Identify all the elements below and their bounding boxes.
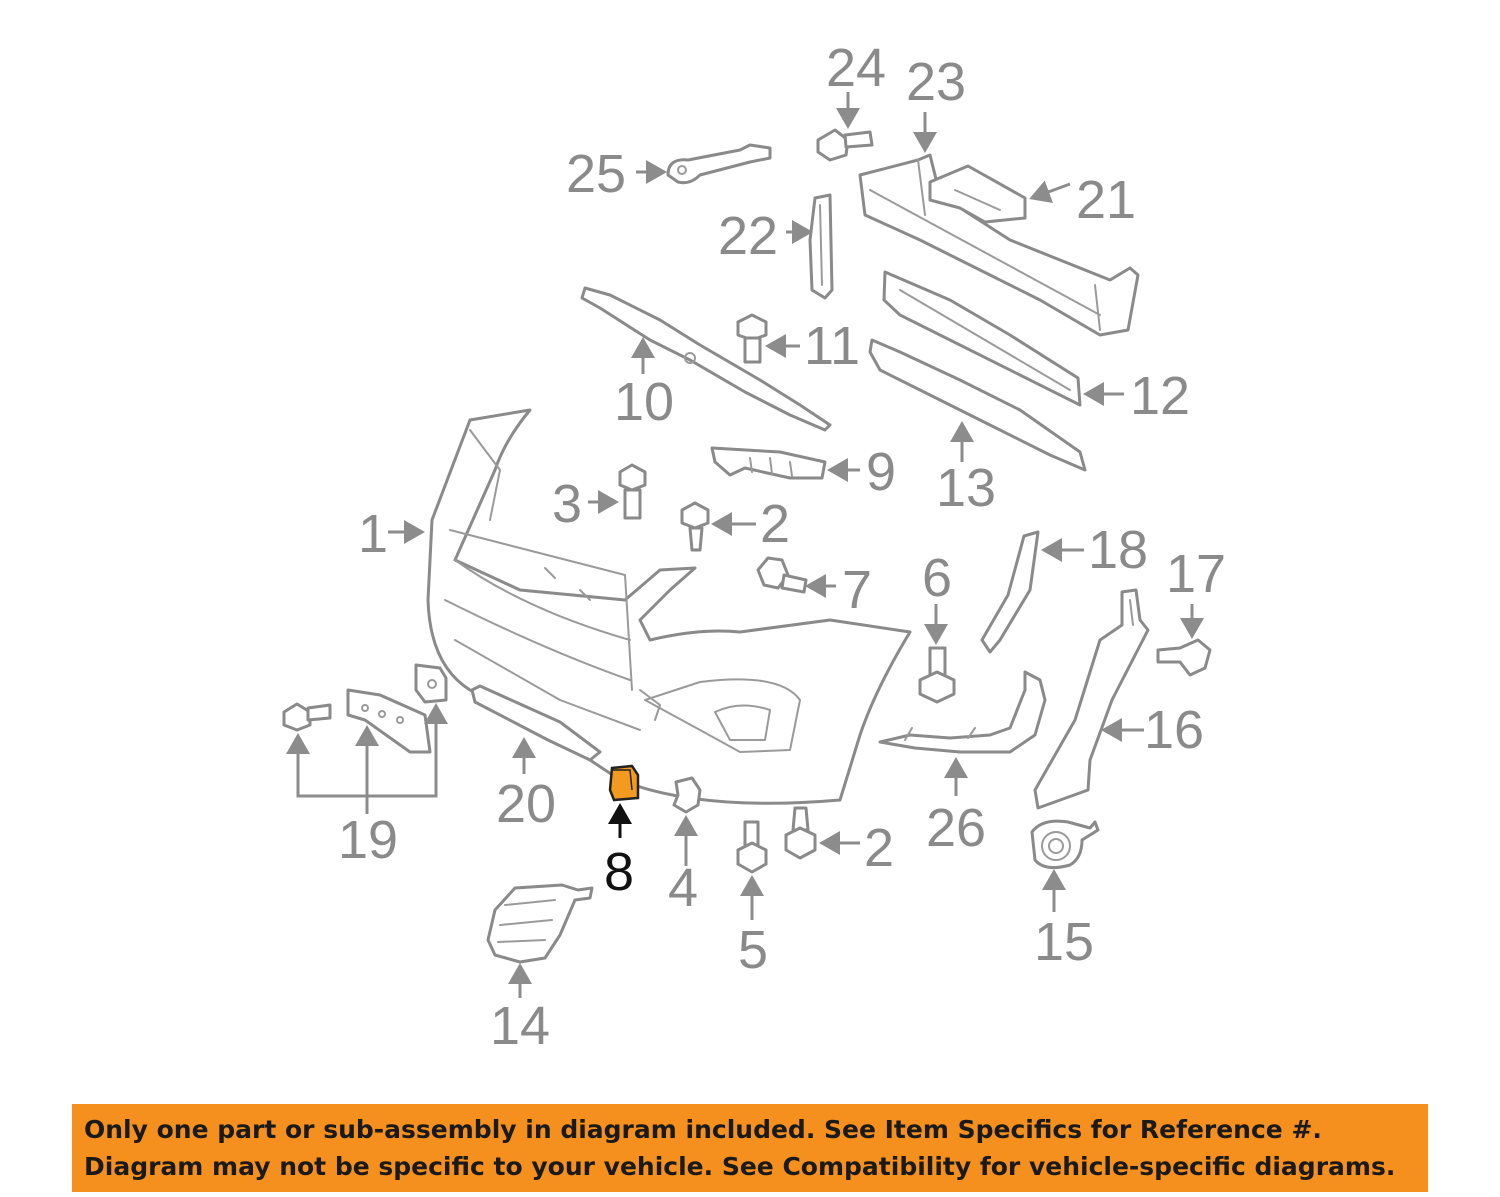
callout-3: 3 bbox=[552, 474, 582, 534]
callout-2-upper: 2 bbox=[760, 494, 790, 554]
part-1-bumper-cover bbox=[426, 408, 912, 805]
part-21-bracket bbox=[928, 164, 1027, 224]
part-6-bolt bbox=[918, 646, 956, 704]
callout-5: 5 bbox=[738, 920, 768, 980]
callout-18: 18 bbox=[1088, 520, 1148, 580]
callout-26: 26 bbox=[926, 798, 986, 858]
part-18-molding bbox=[980, 530, 1040, 654]
part-22-side-bracket bbox=[808, 193, 834, 300]
part-26-lower-molding bbox=[878, 670, 1047, 754]
part-4-clip bbox=[672, 776, 702, 814]
part-7-bolt bbox=[756, 556, 808, 594]
callout-15: 15 bbox=[1034, 912, 1094, 972]
callout-2-lower: 2 bbox=[864, 818, 894, 878]
part-13-lower-strip bbox=[868, 338, 1087, 472]
part-20-lower-strip bbox=[470, 684, 602, 762]
part-11-bolt bbox=[736, 313, 768, 364]
callout-21: 21 bbox=[1076, 170, 1136, 230]
part-16-side-extension bbox=[1033, 588, 1150, 810]
callout-24: 24 bbox=[826, 38, 886, 98]
callout-9: 9 bbox=[866, 442, 896, 502]
part-24-bolt bbox=[816, 128, 874, 162]
callout-6: 6 bbox=[922, 548, 952, 608]
part-25-tow-hook bbox=[666, 143, 772, 185]
callout-16: 16 bbox=[1144, 700, 1204, 760]
part-17-clip bbox=[1156, 638, 1212, 677]
callout-19: 19 bbox=[338, 810, 398, 870]
callout-13: 13 bbox=[936, 458, 996, 518]
callout-7: 7 bbox=[842, 560, 872, 620]
callout-1: 1 bbox=[358, 504, 388, 564]
part-3-bolt bbox=[618, 463, 647, 520]
disclaimer-banner: Only one part or sub-assembly in diagram… bbox=[72, 1104, 1428, 1192]
part-19-bracket-kit bbox=[282, 663, 448, 754]
callout-10: 10 bbox=[614, 372, 674, 432]
disclaimer-line-1: Only one part or sub-assembly in diagram… bbox=[84, 1115, 1322, 1144]
callout-4: 4 bbox=[668, 858, 698, 918]
callout-12: 12 bbox=[1130, 366, 1190, 426]
leader-lines bbox=[286, 92, 1204, 998]
part-12-energy-absorber bbox=[882, 270, 1082, 407]
callout-8-highlighted: 8 bbox=[604, 842, 634, 902]
part-10-upper-retainer bbox=[580, 286, 832, 432]
callout-numbers: 1 2 2 3 4 5 6 7 8 9 10 11 12 13 14 15 16… bbox=[338, 38, 1226, 1056]
part-2-bolt-lower bbox=[784, 806, 817, 860]
callout-23: 23 bbox=[906, 52, 966, 112]
part-15-fog-lamp bbox=[1030, 819, 1100, 870]
disclaimer-line-2: Diagram may not be specific to your vehi… bbox=[84, 1152, 1396, 1181]
part-14-fog-bezel bbox=[486, 883, 594, 964]
part-8-highlighted-cap bbox=[608, 764, 640, 802]
part-9-grille-bracket bbox=[710, 446, 827, 480]
callout-25: 25 bbox=[566, 144, 626, 204]
callout-14: 14 bbox=[490, 996, 550, 1056]
part-2-bolt-upper bbox=[680, 501, 710, 552]
callout-17: 17 bbox=[1166, 544, 1226, 604]
part-5-bolt bbox=[736, 820, 768, 874]
callout-20: 20 bbox=[496, 774, 556, 834]
callout-22: 22 bbox=[718, 206, 778, 266]
callout-11: 11 bbox=[804, 316, 860, 376]
